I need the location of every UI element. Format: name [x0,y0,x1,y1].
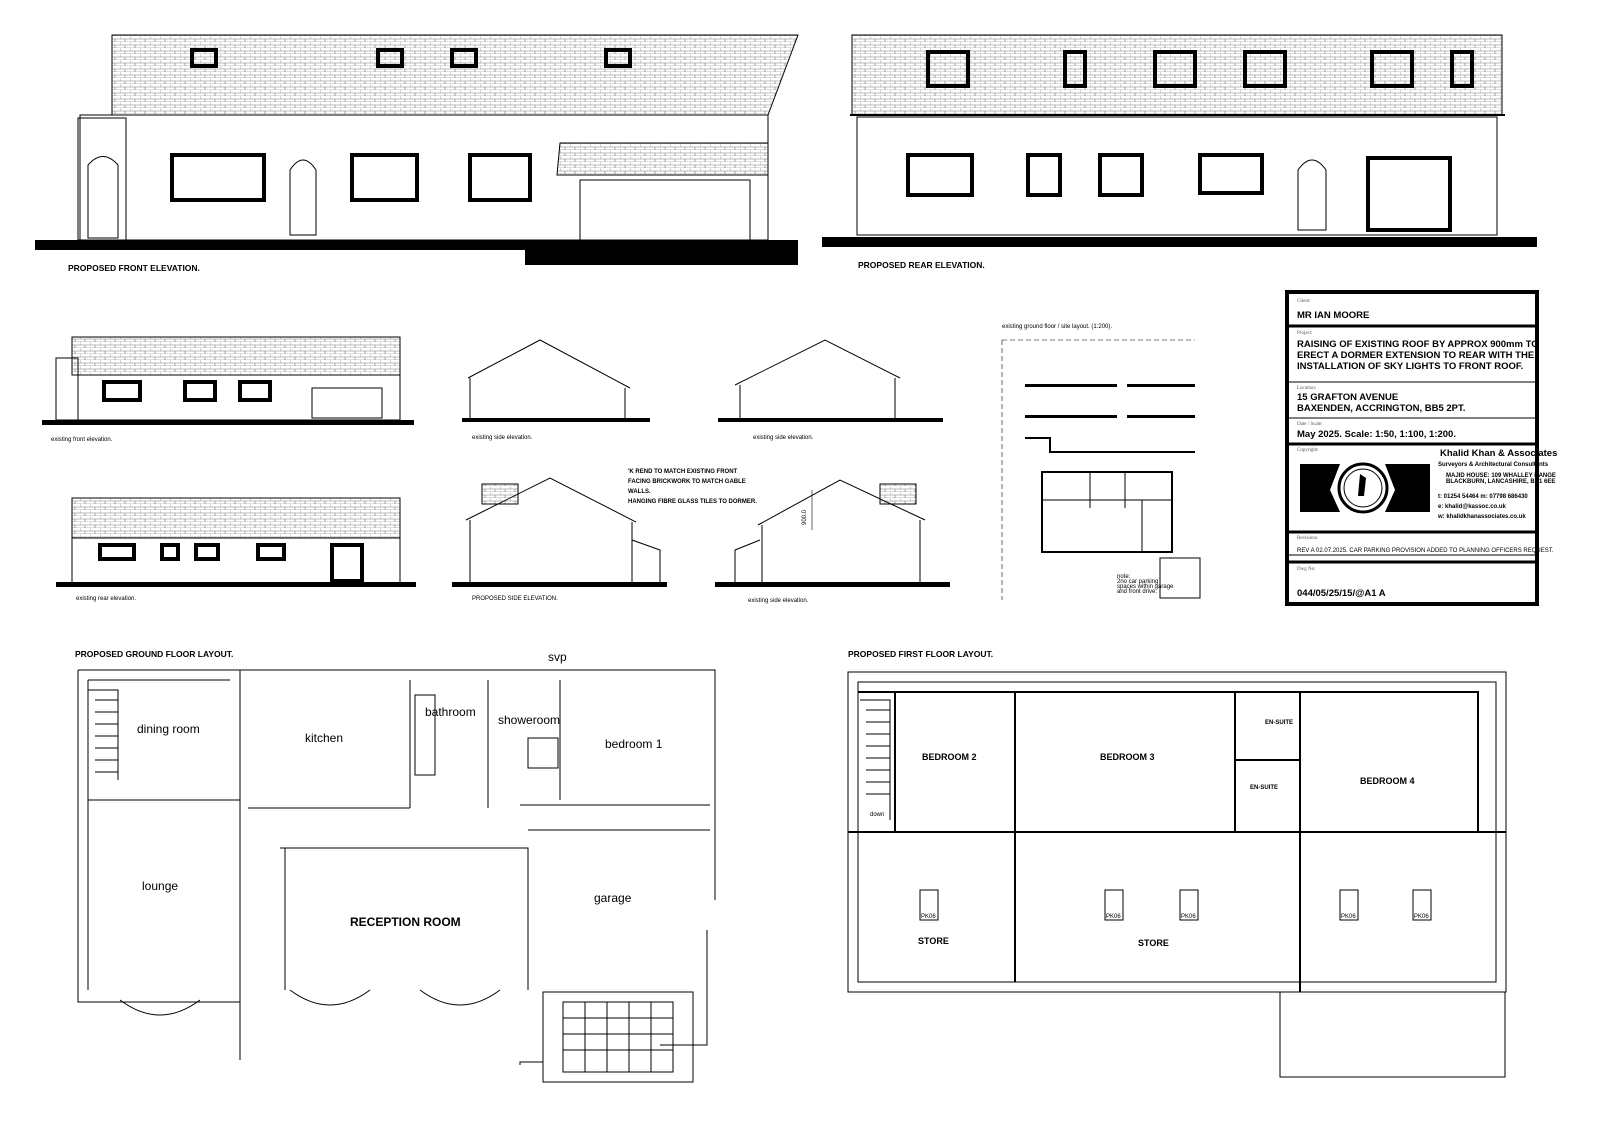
email-link[interactable]: e: khalid@kassoc.co.uk [1438,504,1507,510]
project-line: ERECT A DORMER EXTENSION TO REAR WITH TH… [1297,350,1534,361]
svg-text:PK06: PK06 [1181,914,1196,920]
stair-down-label: down [870,812,884,818]
proposed-rear-elevation-title: PROPOSED REAR ELEVATION. [858,260,985,270]
copyright-caption: Copyright: [1297,448,1319,453]
location-line: BAXENDEN, ACCRINGTON, BB5 2PT. [1297,403,1465,414]
skylight-icon: PK06 [1104,889,1124,921]
room-label-showeroom: showeroom [498,713,560,727]
project-line: RAISING OF EXISTING ROOF BY APPROX 900mm… [1297,339,1539,350]
client-caption: Client: [1297,299,1311,304]
first-floor-title: PROPOSED FIRST FLOOR LAYOUT. [848,649,993,659]
address-line: MAJID HOUSE: 109 WHALLEY RANGE [1446,473,1556,479]
company-subtitle: Surveyors & Architectural Consultants [1438,462,1549,468]
proposed-ground-floor-plan: PROPOSED GROUND FLOOR LAYOUT. dining roo… [75,649,716,1083]
existing-side-elevation-2: existing side elevation. [718,339,943,441]
location-caption: Location: [1297,386,1316,391]
room-label-garage: garage [594,891,632,905]
materials-note-line: HANGING FIBRE GLASS TILES TO DORMER. [628,499,757,505]
materials-note-line: FACING BRICKWORK TO MATCH GABLE [628,479,746,485]
existing-front-elevation-title: existing front elevation. [51,437,113,443]
site-note-line: note: [1117,574,1131,580]
proposed-side-elevation: PROPOSED SIDE ELEVATION. 'K REND TO MATC… [452,469,757,602]
proposed-rear-elevation: PROPOSED REAR ELEVATION. [822,34,1537,270]
room-label-en-suite-1: EN-SUITE [1265,720,1293,726]
site-note-line: and front drive. [1117,589,1157,595]
room-label-bedroom-3: BEDROOM 3 [1100,752,1155,762]
company-logo [1300,462,1430,514]
ground-floor-title: PROPOSED GROUND FLOOR LAYOUT. [75,649,233,659]
room-label-bedroom-4: BEDROOM 4 [1360,776,1415,786]
skylight-icon: PK06 [1339,889,1359,921]
existing-front-elevation: existing front elevation. [42,336,414,443]
title-block: Client: MR IAN MOORE Project: RAISING OF… [1285,290,1557,606]
address-line: BLACKBURN, LANCASHIRE, BB1 6EE [1446,479,1555,485]
room-label-dining: dining room [137,722,200,736]
existing-side-elevation-3: 900.0 existing side elevation. [715,479,950,604]
date-caption: Date / Scale: [1297,422,1323,427]
client-name: MR IAN MOORE [1297,310,1369,321]
room-label-kitchen: kitchen [305,731,343,745]
project-line: INSTALLATION OF SKY LIGHTS TO FRONT ROOF… [1297,361,1523,372]
svg-text:PK06: PK06 [1106,914,1121,920]
proposed-first-floor-plan: PROPOSED FIRST FLOOR LAYOUT. BEDROOM 2 B… [847,649,1507,1078]
room-label-bedroom-2: BEDROOM 2 [922,752,977,762]
site-layout: existing ground floor / site layout. (1:… [1001,324,1201,600]
location-line: 15 GRAFTON AVENUE [1297,392,1398,403]
svg-text:PK06: PK06 [1414,914,1429,920]
site-note-line: spaces within garage [1117,584,1174,590]
room-label-store-2: STORE [1138,938,1169,948]
revisions-caption: Revisions: [1297,536,1318,541]
svg-text:PK06: PK06 [1341,914,1356,920]
existing-side-elevation-1-title: existing side elevation. [472,435,533,441]
drawing-number: 044/05/25/15/@A1 A [1297,588,1386,599]
proposed-side-elevation-title: PROPOSED SIDE ELEVATION. [472,596,558,602]
room-label-bedroom-1: bedroom 1 [605,737,663,751]
existing-side-elevation-2-title: existing side elevation. [753,435,814,441]
skylight-icon: PK06 [1412,889,1432,921]
company-name: Khalid Khan & Associates [1440,448,1557,459]
revision-entry: REV A 02.07.2025. CAR PARKING PROVISION … [1297,548,1554,554]
room-label-en-suite-2: EN-SUITE [1250,785,1278,791]
phone: t: 01254 54464 m: 07798 686430 [1438,494,1528,500]
svg-text:PK06: PK06 [921,914,936,920]
svp-label: svp [548,650,567,664]
date-scale: May 2025. Scale: 1:50, 1:100, 1:200. [1297,429,1456,440]
existing-rear-elevation-title: existing rear elevation. [76,596,136,602]
proposed-front-elevation-title: PROPOSED FRONT ELEVATION. [68,263,200,273]
skylight-icon: PK06 [1179,889,1199,921]
proposed-front-elevation: PROPOSED FRONT ELEVATION. [35,34,799,273]
skylight-icon: PK06 [919,889,939,921]
existing-side-elevation-1: existing side elevation. [462,339,650,441]
room-label-store-1: STORE [918,936,949,946]
materials-note-line: 'K REND TO MATCH EXISTING FRONT [628,469,738,475]
site-note-line: 2no car parking [1117,579,1158,585]
project-caption: Project: [1297,331,1313,336]
room-label-bathroom: bathroom [425,705,476,719]
dimension-label: 900.0 [802,509,808,525]
website-link[interactable]: w: khalidkhanassociates.co.uk [1437,514,1526,520]
drawing-number-caption: Dwg No: [1297,567,1315,572]
materials-note-line: WALLS. [628,489,651,495]
site-layout-title: existing ground floor / site layout. (1:… [1002,324,1112,330]
room-label-reception: RECEPTION ROOM [350,915,461,929]
room-label-lounge: lounge [142,879,178,893]
existing-side-elevation-3-title: existing side elevation. [748,598,809,604]
existing-rear-elevation: existing rear elevation. [56,497,416,602]
